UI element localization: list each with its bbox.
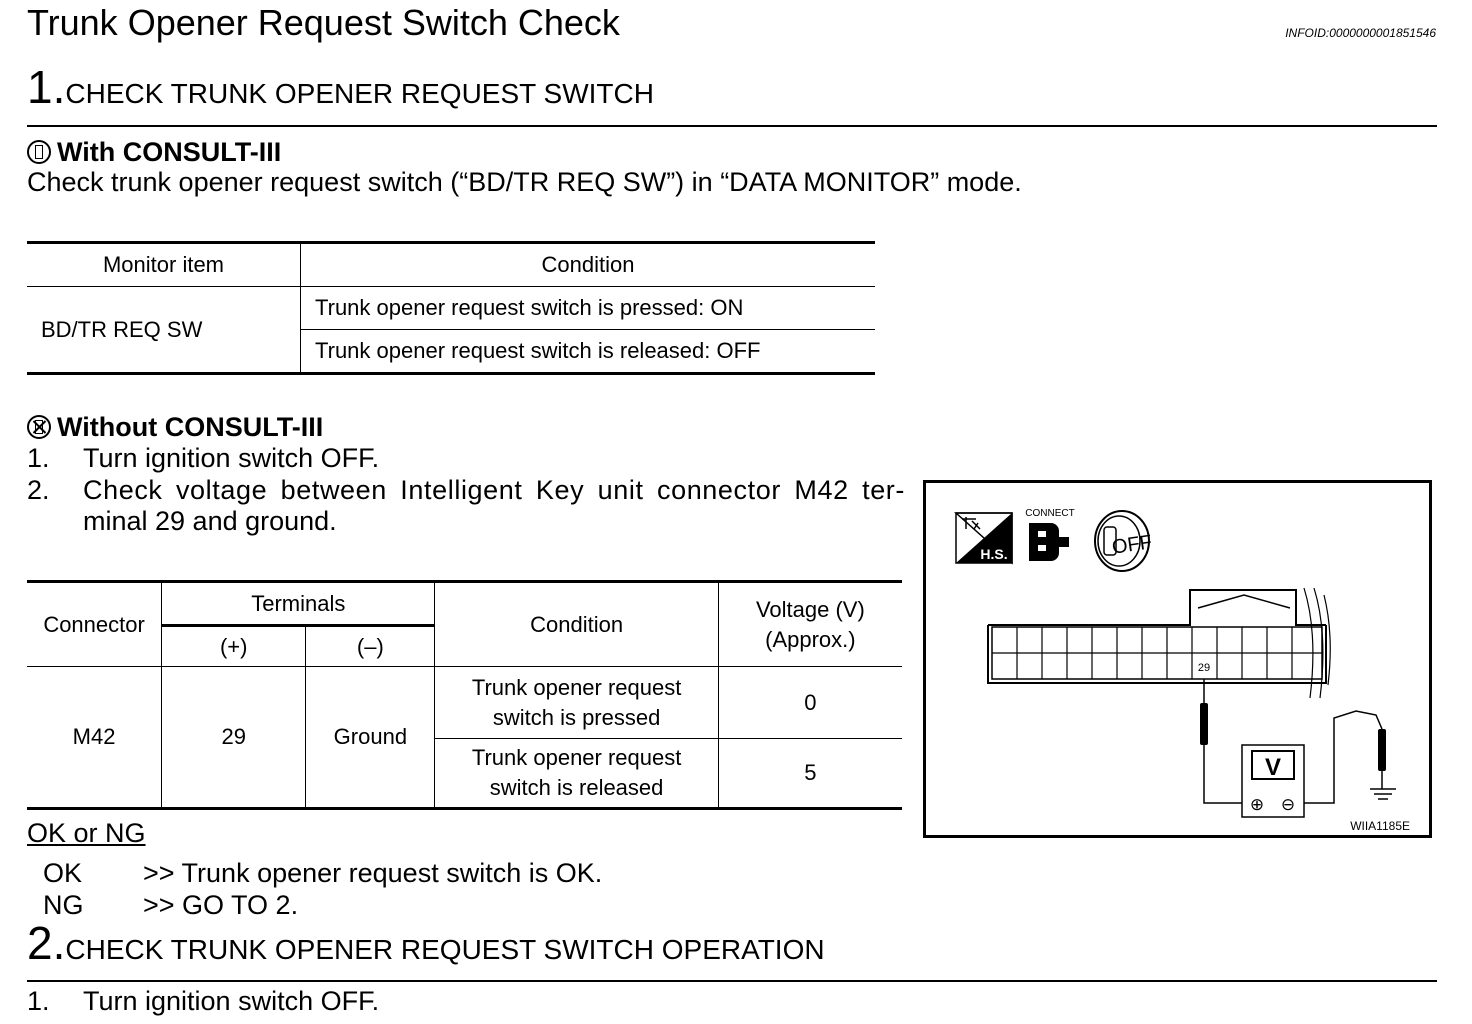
meter-label: V [1265, 754, 1281, 781]
condition-line: Trunk opener request [471, 674, 682, 700]
list-number: 1. [27, 443, 50, 473]
list-item: 2. Check voltage between Intelligent Key… [27, 475, 907, 506]
list-number: 1. [27, 986, 50, 1016]
voltmeter: V ⊕ ⊖ [1241, 744, 1305, 818]
without-consult-heading: Without CONSULT-III [27, 412, 323, 443]
list-text: Turn ignition switch OFF. [83, 443, 380, 473]
condition-line: switch is released [489, 775, 664, 800]
without-consult-label: Without CONSULT-III [57, 412, 324, 442]
monitor-table: Monitor item Condition BD/TR REQ SW Trun… [27, 241, 875, 375]
with-consult-text: Check trunk opener request switch (“BD/T… [27, 167, 1022, 197]
no-consult-icon [27, 415, 51, 439]
condition-line: Trunk opener request [471, 745, 682, 770]
divider [27, 125, 1437, 127]
table-header: Monitor item [27, 242, 301, 287]
list-text: Check voltage between Intelligent Key un… [83, 475, 905, 505]
table-header: Voltage (V) (Approx.) [717, 581, 902, 667]
condition-cell: Trunk opener request switch is released:… [300, 329, 875, 374]
table-header: Condition [300, 242, 875, 287]
list-number: 2. [27, 475, 50, 505]
ground-symbol [1370, 785, 1396, 800]
ignition-off-icon: OFF [1094, 510, 1153, 572]
list-text: Turn ignition switch OFF. [83, 986, 380, 1016]
terminal-plus-cell: 29 [161, 666, 307, 809]
table-header: (–) [305, 625, 435, 667]
table-header: (+) [161, 625, 307, 667]
consult-tool-icon [27, 140, 51, 164]
condition-line: switch is pressed [492, 704, 661, 730]
list-text-continued: minal 29 and ground. [83, 506, 337, 536]
connector-cell: M42 [27, 666, 163, 809]
page-title: Trunk Opener Request Switch Check [27, 2, 620, 43]
step-1-heading: 1.CHECK TRUNK OPENER REQUEST SWITCH [27, 60, 654, 114]
step-title: CHECK TRUNK OPENER REQUEST SWITCH [65, 78, 654, 109]
terminal-minus-cell: Ground [305, 666, 436, 809]
monitor-item: BD/TR REQ SW [27, 286, 301, 374]
step-number: 2. [27, 917, 66, 969]
table-header: Connector [27, 581, 163, 667]
hs-icon: H.S. [954, 512, 1013, 565]
ok-result: >> Trunk opener request switch is OK. [143, 858, 603, 888]
with-consult-label: With CONSULT-III [57, 137, 282, 167]
terminal-29-label: 29 [1198, 662, 1210, 674]
voltage-cell: 5 [717, 738, 902, 809]
info-id: INFOID:0000000001851546 [1285, 26, 1436, 40]
connect-label: CONNECT [1025, 508, 1074, 519]
wiring-figure: H.S. CONNECT OFF [923, 480, 1432, 838]
hs-label: H.S. [980, 546, 1007, 562]
connector-m42: 29 [987, 587, 1331, 699]
voltage-header-line: Voltage (V) [755, 596, 865, 622]
test-leads [1200, 679, 1386, 804]
voltage-header-line: (Approx.) [765, 626, 856, 652]
voltage-table: Connector Terminals Condition Voltage (V… [27, 580, 902, 810]
plus-terminal: ⊕ [1250, 795, 1264, 815]
ok-or-ng-heading: OK or NG [27, 818, 146, 848]
step-2-heading: 2.CHECK TRUNK OPENER REQUEST SWITCH OPER… [27, 916, 825, 970]
list-item: 1. Turn ignition switch OFF. [27, 986, 379, 1017]
voltage-cell: 0 [717, 666, 902, 739]
step-number: 1. [27, 61, 66, 113]
table-header: Condition [434, 581, 719, 667]
connect-icon: CONNECT [1025, 508, 1075, 561]
voltage-check-diagram: H.S. CONNECT OFF [954, 508, 1410, 833]
ok-label: OK [43, 858, 83, 888]
condition-cell: Trunk opener request switch is released [434, 738, 719, 809]
list-item: 1. Turn ignition switch OFF. [27, 443, 379, 474]
condition-cell: Trunk opener request switch is pressed: … [300, 286, 875, 330]
with-consult-heading: With CONSULT-III [27, 137, 281, 168]
ng-label: NG [43, 890, 84, 920]
condition-cell: Trunk opener request switch is pressed [434, 666, 719, 739]
divider [27, 980, 1437, 982]
minus-terminal: ⊖ [1281, 795, 1295, 815]
figure-code: WIIA1185E [1350, 819, 1410, 833]
table-header: Terminals [161, 581, 436, 627]
ng-result: >> GO TO 2. [143, 890, 299, 920]
step-title: CHECK TRUNK OPENER REQUEST SWITCH OPERAT… [65, 934, 825, 965]
